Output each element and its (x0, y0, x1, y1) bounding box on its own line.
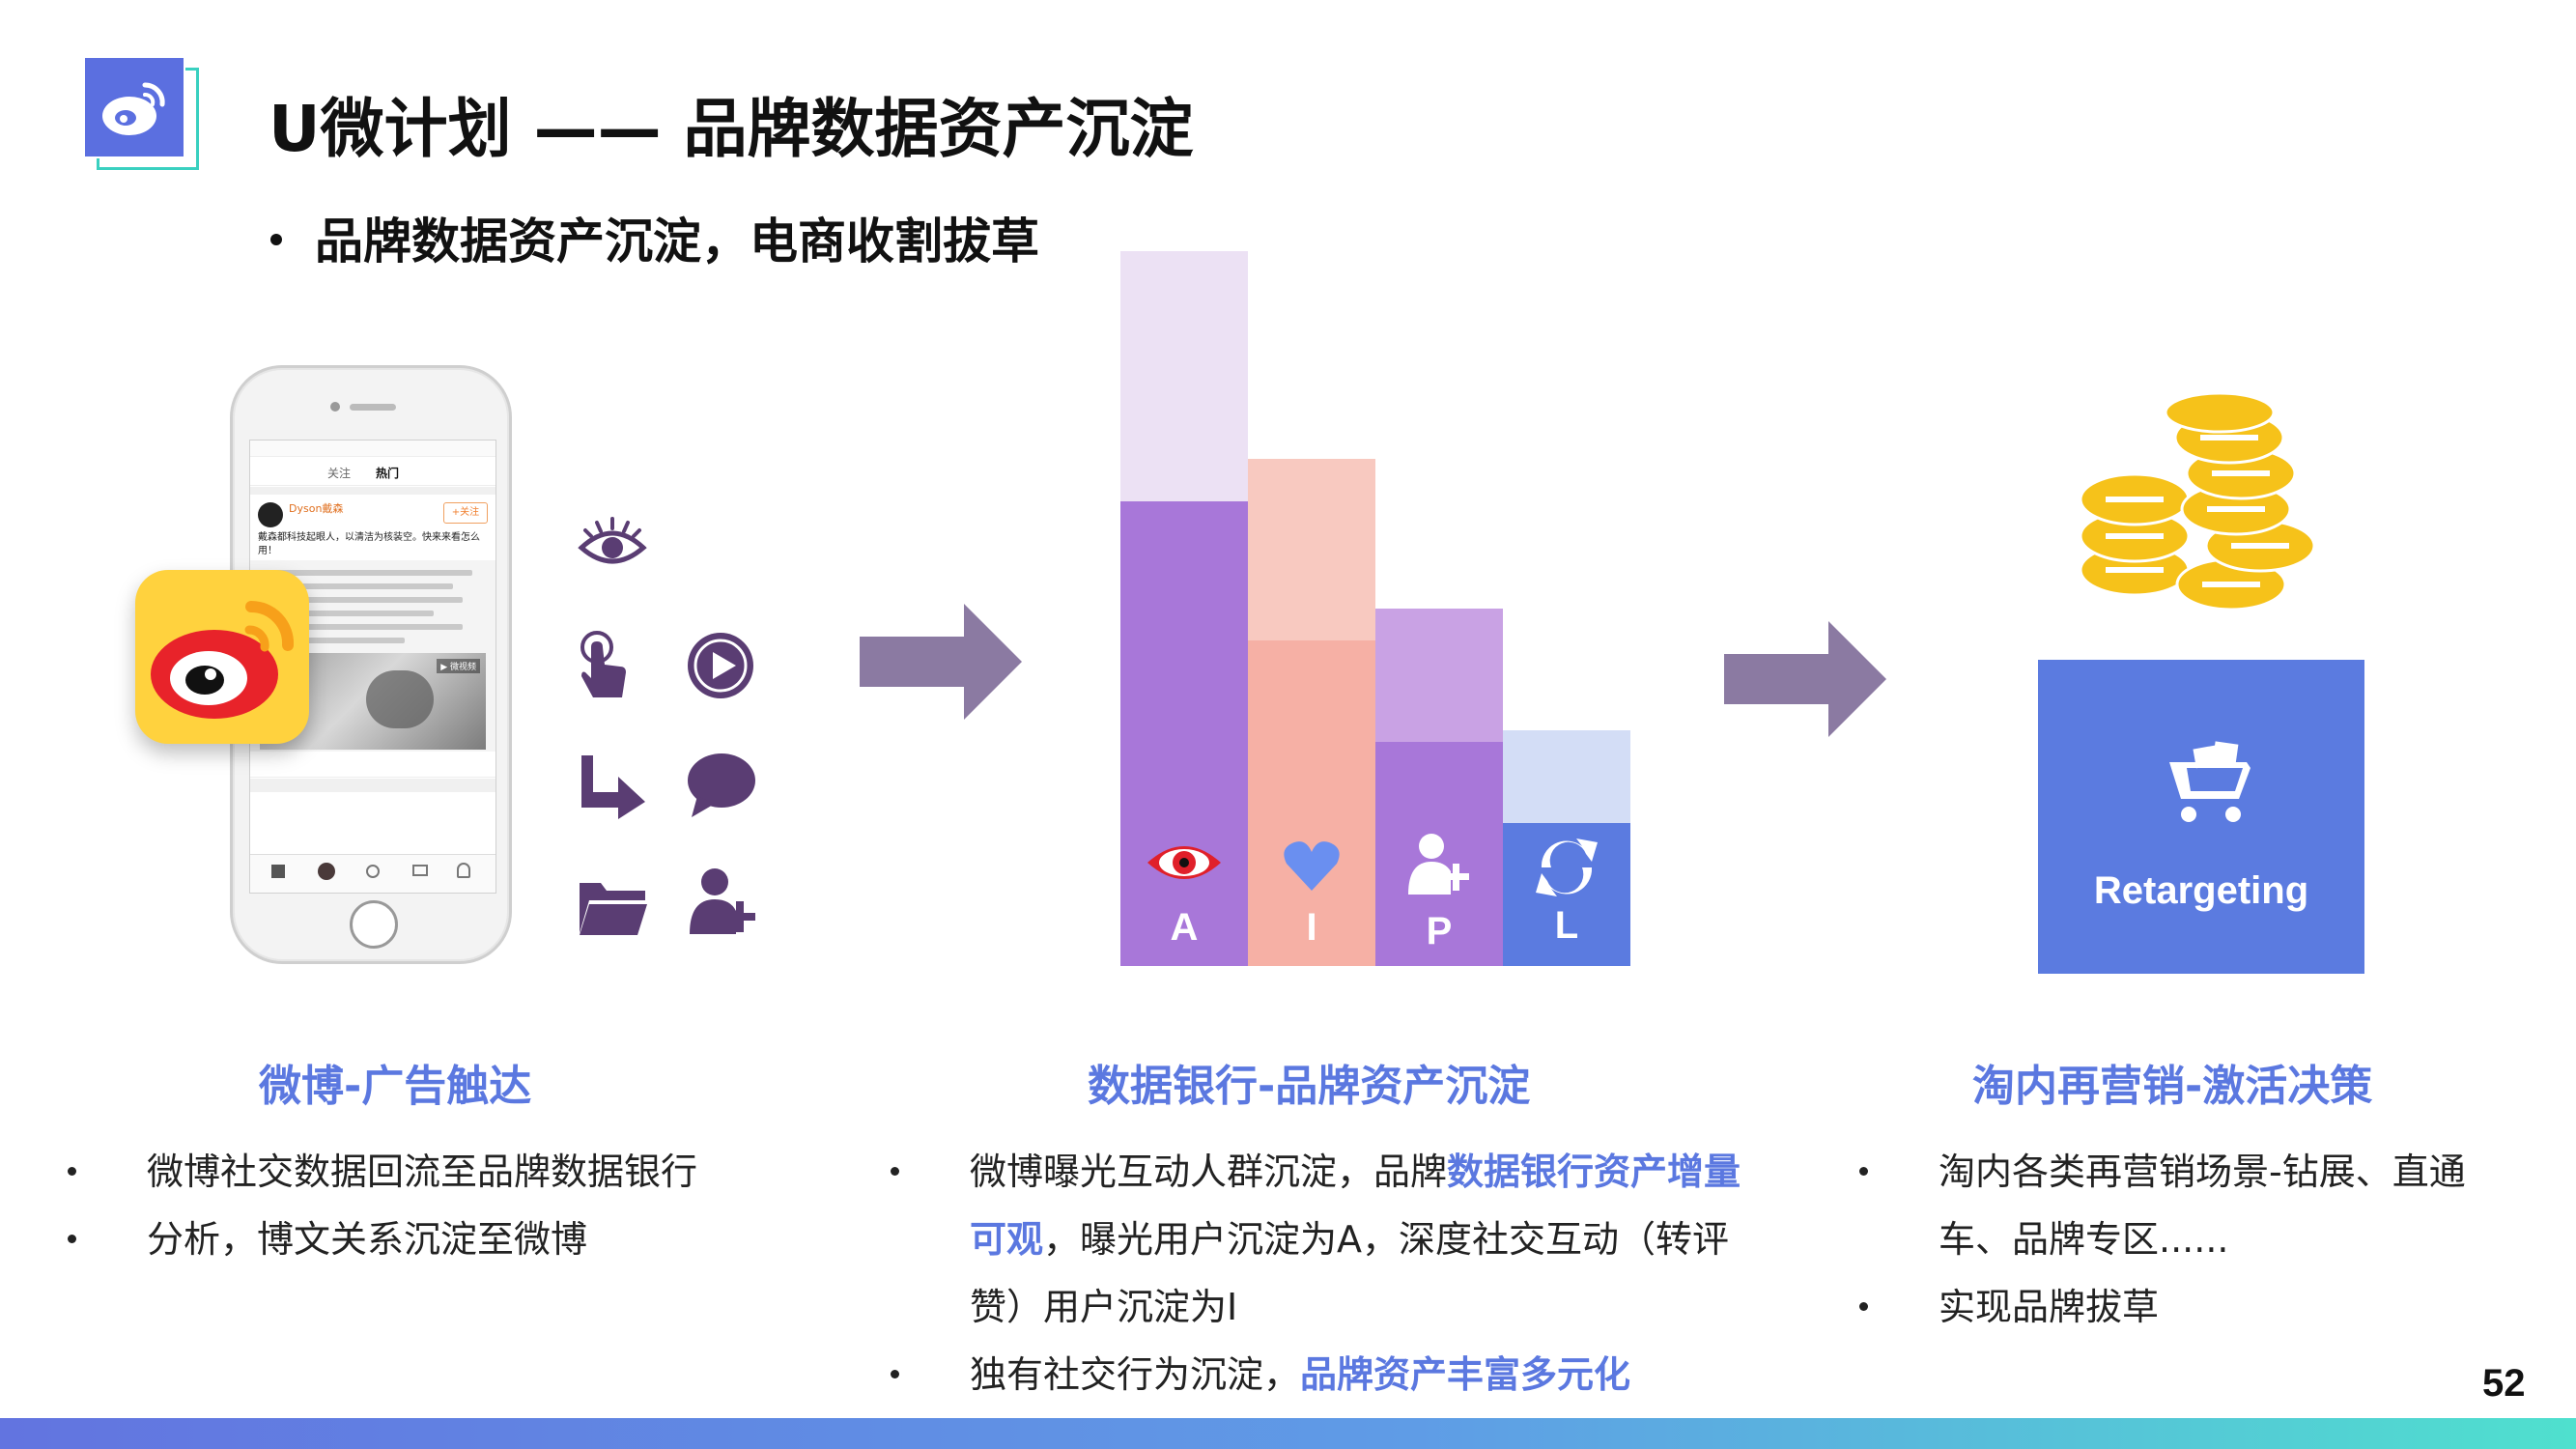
flow-arrow-2 (1724, 621, 1888, 741)
page-title: U微计划 —— 品牌数据资产沉淀 (269, 92, 1194, 166)
footer-gradient-bar (0, 1418, 2576, 1449)
list-item: 淘内各类再营销场景-钻展、直通 车、品牌专区...... (1859, 1138, 2535, 1273)
bullet-dot (68, 1167, 76, 1176)
bar-label-p: P (1426, 910, 1453, 952)
tab-profile-icon[interactable] (457, 863, 470, 878)
list-item: 独有社交行为沉淀，品牌资产丰富多元化 (891, 1341, 1798, 1408)
folder-icon (578, 877, 649, 941)
list-item: 微博曝光互动人群沉淀，品牌数据银行资产增量 可观，曝光用户沉淀为A，深度社交互动… (891, 1138, 1798, 1341)
bullet-text: 微博曝光互动人群沉淀，品牌 (970, 1151, 1448, 1193)
bullet-highlight: 可观 (970, 1218, 1044, 1261)
aipl-bar-chart: A I P L (1120, 251, 1632, 966)
bullet-dot (891, 1167, 899, 1176)
weibo-app-icon (135, 570, 309, 744)
video-label: ▶ 微视频 (437, 659, 480, 673)
heading-weibo-ads: 微博-广告触达 (259, 1062, 532, 1111)
bar-label-i: I (1306, 906, 1317, 949)
bullet-dot (68, 1235, 76, 1243)
phone-home-button (350, 900, 398, 949)
phone-camera (330, 402, 340, 412)
bullet-text: 独有社交行为沉淀， (970, 1353, 1301, 1396)
page-number: 52 (2482, 1362, 2526, 1405)
bar-label-a: A (1170, 906, 1199, 949)
bullet-highlight: 品牌资产丰富多元化 (1300, 1353, 1631, 1396)
retargeting-label: Retargeting (2093, 869, 2309, 912)
bullet-text: 车、品牌专区...... (1939, 1218, 2229, 1261)
bar-a-top (1120, 251, 1248, 501)
weibo-logo-icon (83, 56, 185, 158)
add-user-icon (686, 865, 759, 942)
bullet-text: 微博社交数据回流至品牌数据银行 (147, 1151, 698, 1193)
play-icon (686, 631, 755, 704)
heading-retargeting: 淘内再营销-激活决策 (1972, 1062, 2373, 1111)
tap-icon (576, 628, 634, 705)
phone-speaker (350, 404, 396, 411)
bullet-dot (1859, 1302, 1868, 1311)
bar-l-base (1503, 823, 1630, 966)
middle-bullets: 微博曝光互动人群沉淀，品牌数据银行资产增量 可观，曝光用户沉淀为A，深度社交互动… (891, 1138, 1798, 1408)
retargeting-box (2038, 660, 2364, 974)
flow-arrow-1 (860, 604, 1024, 724)
bar-p-add-user-icon (1406, 831, 1474, 900)
coins-icon (2077, 391, 2328, 627)
bullet-dot (891, 1370, 899, 1378)
heading-data-bank: 数据银行-品牌资产沉淀 (1088, 1062, 1531, 1111)
comment-icon (686, 752, 757, 823)
bar-i-base (1248, 640, 1375, 966)
share-arrow-icon (578, 753, 647, 825)
tab-message-icon[interactable] (412, 865, 428, 876)
tab-avatar-icon[interactable] (318, 863, 335, 880)
tab-home-icon[interactable] (271, 865, 285, 878)
phone-screen: 关注 热门 Dyson戴森 +关注 戴森都科技起眼人，以清洁为核装空。快来来看怎… (249, 440, 496, 894)
bullet-dot (270, 233, 282, 245)
follow-button[interactable]: +关注 (443, 502, 488, 524)
left-bullets: 微博社交数据回流至品牌数据银行 分析，博文关系沉淀至微博 (68, 1138, 802, 1273)
screen-tab-follow: 关注 (327, 467, 352, 480)
list-item: 分析，博文关系沉淀至微博 (68, 1206, 802, 1273)
bar-i-heart-icon (1283, 838, 1341, 896)
eye-icon (578, 515, 647, 577)
author-avatar (258, 502, 283, 527)
bullet-text: ，曝光用户沉淀为A，深度社交互动（转评 (1043, 1218, 1730, 1261)
bar-a-base (1120, 501, 1248, 966)
bar-l-top (1503, 730, 1630, 823)
list-item: 实现品牌拔草 (1859, 1273, 2535, 1341)
bullet-dot (1859, 1167, 1868, 1176)
bullet-text: 分析，博文关系沉淀至微博 (147, 1218, 588, 1261)
screen-tab-hot: 热门 (376, 467, 400, 480)
post-author: Dyson戴森 (289, 502, 344, 515)
bar-label-l: L (1554, 904, 1579, 947)
shopping-cart-icon (2150, 739, 2262, 832)
tab-discover-icon[interactable] (366, 865, 380, 878)
bar-p-top (1375, 609, 1503, 742)
bullet-text: 实现品牌拔草 (1939, 1286, 2160, 1328)
page-subtitle: 品牌数据资产沉淀，电商收割拔草 (270, 203, 1039, 272)
bar-i-top (1248, 459, 1375, 640)
bullet-highlight: 数据银行资产增量 (1447, 1151, 1741, 1193)
bar-l-refresh-icon (1528, 833, 1605, 906)
bullet-text: 淘内各类再营销场景-钻展、直通 (1939, 1151, 2466, 1193)
list-item: 微博社交数据回流至品牌数据银行 (68, 1138, 802, 1206)
right-bullets: 淘内各类再营销场景-钻展、直通 车、品牌专区...... 实现品牌拔草 (1859, 1138, 2535, 1341)
subtitle-text: 品牌数据资产沉淀，电商收割拔草 (315, 213, 1039, 270)
post-text: 戴森都科技起眼人，以清洁为核装空。快来来看怎么用！ (258, 532, 480, 556)
bar-a-eye-icon (1146, 836, 1223, 894)
bullet-text: 赞）用户沉淀为I (970, 1286, 1238, 1328)
